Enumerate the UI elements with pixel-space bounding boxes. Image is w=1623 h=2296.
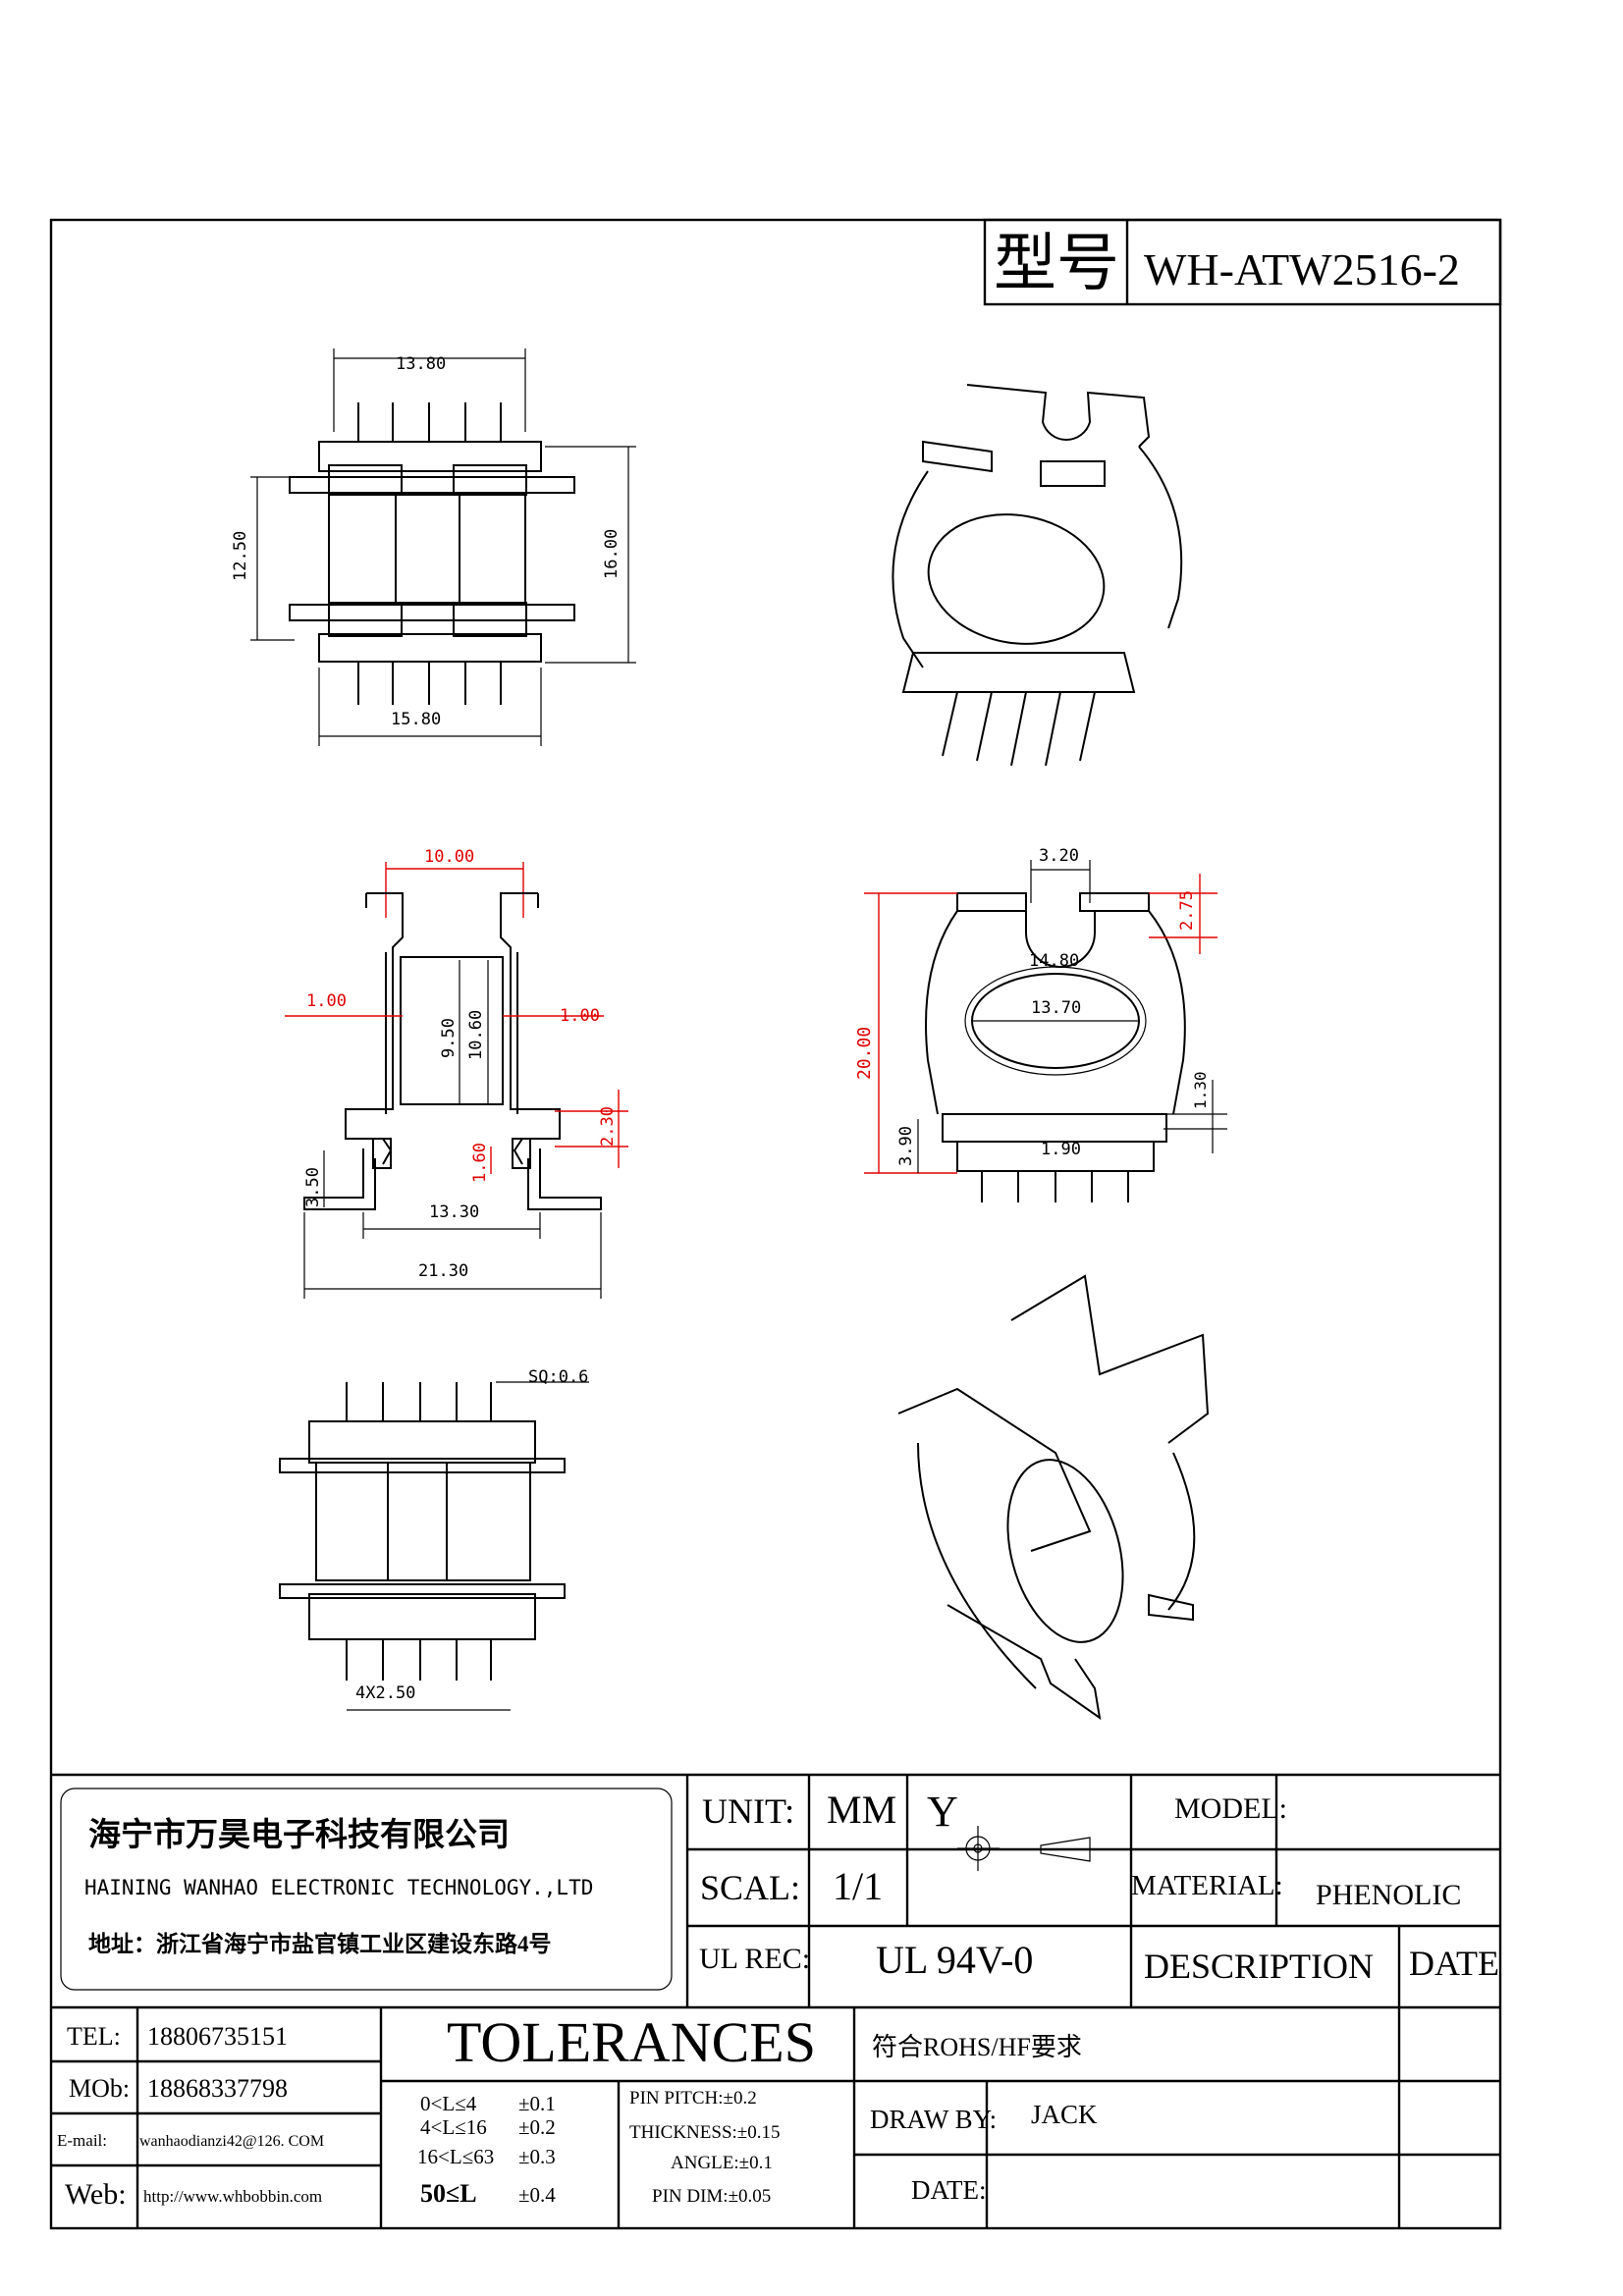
front-view: 10.00 1.00 1.00 9.50 10.60 2.30 1.60	[285, 847, 628, 1299]
sheet-frame	[49, 218, 1502, 2230]
tol-pin-dim: PIN DIM:±0.05	[652, 2186, 771, 2207]
unit-label: UNIT:	[702, 1791, 794, 1831]
tol-value-2: ±0.2	[518, 2115, 556, 2139]
model-field-label: MODEL:	[1174, 1792, 1287, 1825]
tol-value-1: ±0.1	[518, 2092, 556, 2115]
isometric-view-top	[892, 384, 1183, 767]
tol-value-4: ±0.4	[518, 2183, 556, 2207]
approval-date-label: DATE:	[911, 2175, 987, 2205]
scale-value: 1/1	[833, 1864, 883, 1908]
tol-range-3: 16<L≤63	[417, 2145, 494, 2168]
side-view: 3.20 2.75 14.80 13.70 20.00 3.90	[854, 846, 1227, 1202]
tol-value-3: ±0.3	[518, 2145, 556, 2168]
top-view: 13.80 12.50 16.00	[231, 348, 636, 746]
mob-value: 18868337798	[147, 2074, 288, 2103]
mob-label: MOb:	[69, 2074, 130, 2103]
dim-pin-square: SQ:0.6	[528, 1367, 588, 1387]
dim-bottom-width: 15.80	[391, 710, 441, 729]
email-value: wanhaodianzi42@126. COM	[139, 2133, 324, 2150]
ul-label: UL REC:	[699, 1943, 810, 1975]
description-label: DESCRIPTION	[1144, 1947, 1374, 1986]
dim-outer-width: 14.80	[1029, 951, 1079, 971]
tol-thickness: THICKNESS:±0.15	[629, 2122, 780, 2143]
dim-top-width: 13.80	[396, 354, 446, 374]
company-name-cn: 海宁市万昊电子科技有限公司	[88, 1816, 510, 1853]
web-label: Web:	[65, 2178, 127, 2211]
web-value: http://www.whbobbin.com	[143, 2187, 322, 2206]
ul-value: UL 94V-0	[876, 1938, 1033, 1982]
tel-value: 18806735151	[147, 2022, 288, 2051]
dim-right-wall: 1.00	[560, 1006, 600, 1026]
dim-inner-width: 13.30	[429, 1202, 479, 1222]
dim-flange-h: 2.30	[598, 1106, 618, 1147]
email-label: E-mail:	[57, 2131, 107, 2150]
tol-range-2: 4<L≤16	[420, 2115, 487, 2139]
scale-label: SCAL:	[700, 1868, 800, 1907]
dim-pin-offset: 1.60	[470, 1143, 490, 1183]
material-value: PHENOLIC	[1316, 1879, 1461, 1911]
dim-left-height: 12.50	[231, 531, 250, 581]
dim-pin-height: 3.50	[303, 1167, 323, 1207]
dim-pin-pitch: 4X2.50	[355, 1683, 415, 1703]
tolerances-title: TOLERANCES	[447, 2010, 816, 2074]
dim-height: 20.00	[854, 1027, 875, 1080]
company-box	[60, 1788, 673, 1991]
dim-inner-h2: 10.60	[466, 1010, 486, 1060]
dim-right-height: 16.00	[602, 529, 622, 579]
tol-range-1: 0<L≤4	[420, 2092, 477, 2115]
draw-by-label: DRAW BY:	[870, 2105, 997, 2134]
dim-slot-depth: 2.75	[1177, 890, 1197, 931]
dim-left-wall: 1.00	[306, 991, 347, 1011]
title-block: 海宁市万昊电子科技有限公司 HAINING WANHAO ELECTRONIC …	[51, 1773, 1500, 2228]
company-address: 地址：浙江省海宁市盐官镇工业区建设东路4号	[88, 1931, 552, 1956]
model-label: 型号	[994, 229, 1119, 298]
dim-front-top: 10.00	[424, 847, 474, 867]
tel-label: TEL:	[67, 2022, 121, 2051]
dim-inner-h1: 9.50	[439, 1018, 459, 1058]
model-header: 型号 WH-ATW2516-2	[983, 218, 1502, 306]
material-label: MATERIAL:	[1131, 1870, 1283, 1901]
tol-pin-pitch: PIN PITCH:±0.2	[629, 2088, 757, 2109]
isometric-view-bottom	[897, 1274, 1210, 1721]
tol-range-4: 50≤L	[420, 2179, 477, 2208]
rohs-note: 符合ROHS/HF要求	[872, 2033, 1082, 2061]
dim-slot: 3.20	[1039, 846, 1079, 866]
projection-symbol-icon	[957, 1826, 1100, 1871]
dim-base-height: 3.90	[896, 1126, 916, 1166]
date-header: DATE	[1409, 1944, 1499, 1983]
unit-value: MM	[827, 1788, 896, 1832]
draw-by-value: JACK	[1031, 2100, 1098, 2129]
bottom-view: SQ:0.6 4X2.50	[279, 1367, 589, 1711]
dim-pin-pitch-side: 1.90	[1041, 1140, 1081, 1159]
tol-angle: ANGLE:±0.1	[671, 2153, 773, 2173]
dim-inner-width-side: 13.70	[1031, 998, 1081, 1018]
model-number: WH-ATW2516-2	[1144, 244, 1460, 294]
dim-base-step: 1.30	[1191, 1071, 1210, 1109]
projection-mark: Y	[927, 1788, 958, 1836]
dim-overall-width: 21.30	[418, 1261, 468, 1281]
company-name-en: HAINING WANHAO ELECTRONIC TECHNOLOGY.,LT…	[84, 1876, 593, 1899]
